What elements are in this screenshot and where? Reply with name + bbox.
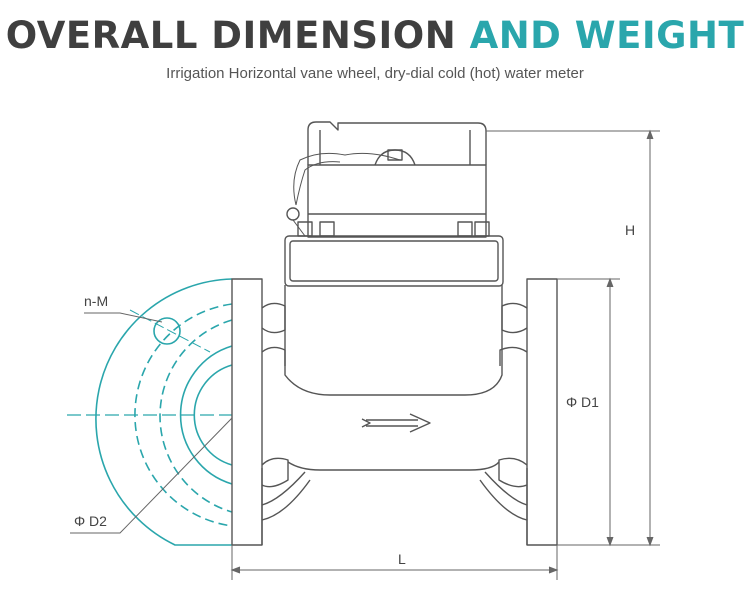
label-length: L [398,551,406,567]
title-part-dark: OVERALL DIMENSION [5,14,457,57]
register-lid [307,121,487,165]
bolt-center-line [129,309,211,353]
pipe-wall-arc [179,345,233,485]
left-flange [231,278,263,546]
bolt-hole [153,317,181,345]
register-housing [307,164,487,238]
page-subtitle: Irrigation Horizontal vane wheel, dry-di… [166,65,584,82]
label-height: H [625,222,635,238]
flange-end-view [67,278,233,546]
bolt-circle-inner-arc [159,319,233,513]
meter-cover-base [284,235,504,287]
pipe-body [284,285,503,396]
label-d2: Φ D2 [74,513,107,529]
label-d1: Φ D1 [566,394,599,410]
flow-direction-arrow [361,413,431,433]
title-part-accent: AND WEIGHT [469,14,745,57]
label-flange-holes: n-M [84,293,108,309]
right-flange [526,278,558,546]
page-title: OVERALL DIMENSION AND WEIGHT [0,14,750,58]
meter-body [231,121,558,546]
flange-outer-arc [95,278,233,546]
seal-tag [286,207,300,221]
dimension-lines [70,129,660,580]
